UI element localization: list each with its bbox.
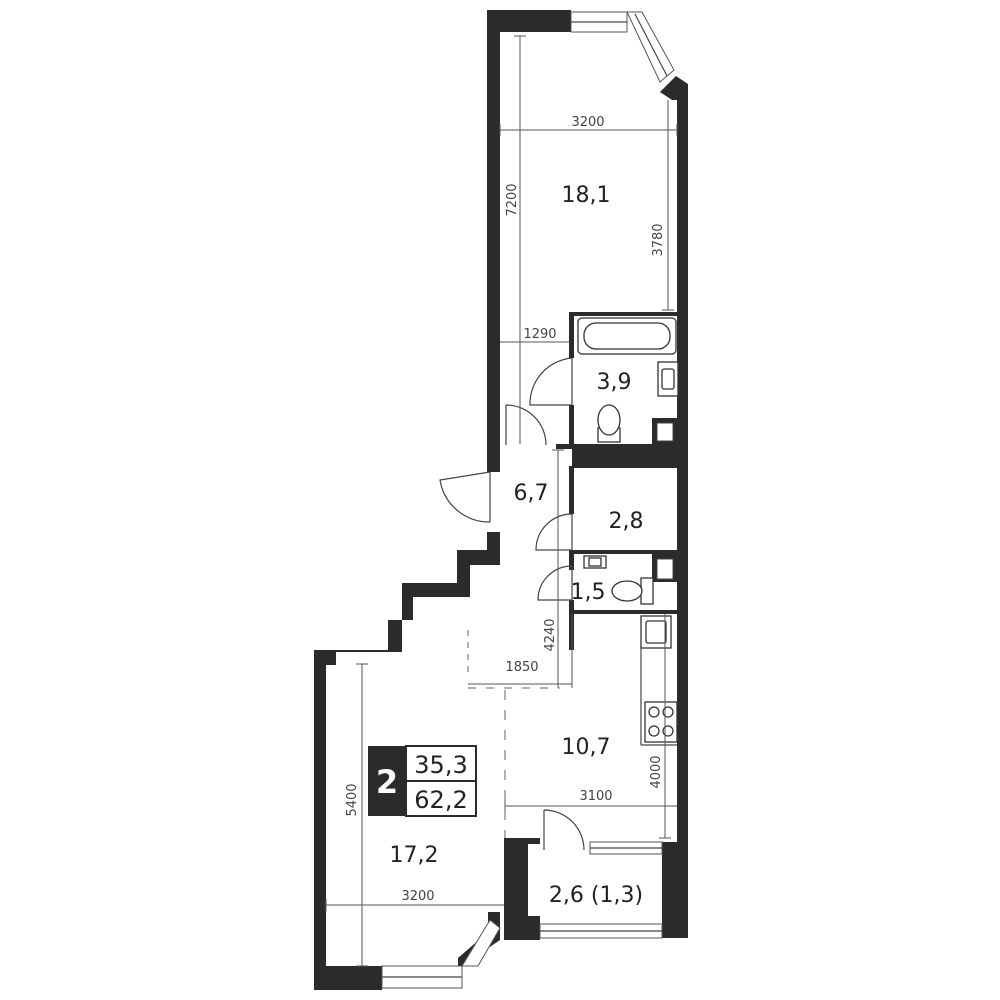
wall-top-left (487, 10, 500, 472)
dim-1290: 1290 (523, 327, 556, 342)
badge-room-count: 2 (376, 763, 398, 801)
wall-living-bottom (314, 966, 382, 990)
wall-step-3 (326, 620, 402, 665)
badge-total-area: 62,2 (414, 786, 467, 814)
dim-3200-top: 3200 (571, 115, 604, 130)
wall-wc-bottom (572, 610, 688, 614)
dimension-lines (325, 35, 678, 967)
dim-7200: 7200 (505, 183, 520, 216)
dim-5400: 5400 (345, 783, 360, 816)
wall-mid-left (556, 444, 572, 449)
door-room-a (505, 404, 547, 446)
room-area-hall: 6,7 (514, 481, 549, 506)
wall-balcony-left-bottom (504, 916, 540, 940)
badge-living-area: 35,3 (414, 751, 467, 779)
wall-step-1 (470, 532, 500, 565)
room-area-storage: 2,8 (609, 509, 644, 534)
dim-3780: 3780 (651, 223, 666, 256)
wall-right-corner (660, 76, 688, 100)
dim-3200-bottom: 3200 (401, 889, 434, 904)
window-bottom-angled (461, 919, 501, 967)
door-balcony (543, 809, 585, 851)
wall-mid-thick (572, 444, 688, 468)
zone-dividers (467, 630, 560, 838)
wall-top-cap (487, 10, 571, 32)
dim-1850: 1850 (505, 660, 538, 675)
wall-bath-left-low (569, 405, 574, 445)
room-area-balcony: 2,6 (1,3) (549, 883, 643, 908)
area-badge: 2 35,3 62,2 (368, 745, 477, 817)
room-area-bath: 3,9 (597, 370, 632, 395)
wall-storage-bottom (572, 550, 688, 554)
walls (314, 10, 688, 990)
room-area-18-1: 18,1 (562, 183, 611, 208)
wall-living-left (314, 650, 326, 990)
wall-bath-top (572, 312, 678, 316)
wall-step-2 (402, 550, 470, 620)
doors (439, 357, 585, 851)
wall-bath-left (569, 312, 574, 358)
room-area-living: 17,2 (390, 843, 439, 868)
wall-balcony-right (662, 842, 688, 938)
window-top-angled (626, 11, 675, 83)
dim-3100: 3100 (579, 789, 612, 804)
dim-4240: 4240 (543, 618, 558, 651)
wc-toilet (611, 580, 643, 602)
badge-room-count-bg (368, 746, 406, 816)
door-wc (537, 565, 573, 601)
windows (381, 11, 675, 989)
door-bath (529, 357, 573, 406)
room-area-wc: 1,5 (571, 580, 606, 605)
door-storage (535, 513, 573, 551)
wc-toilet-tank (640, 577, 654, 605)
stove (644, 701, 678, 743)
wall-storage-left (569, 466, 574, 514)
wall-storage-left-low (569, 550, 574, 570)
wall-right-upper (677, 94, 688, 844)
dim-4000: 4000 (649, 755, 664, 788)
room-area-kitchen: 10,7 (562, 735, 611, 760)
bath-toilet (597, 404, 621, 436)
wall-balcony-top (504, 838, 540, 844)
door-entrance (439, 471, 491, 523)
